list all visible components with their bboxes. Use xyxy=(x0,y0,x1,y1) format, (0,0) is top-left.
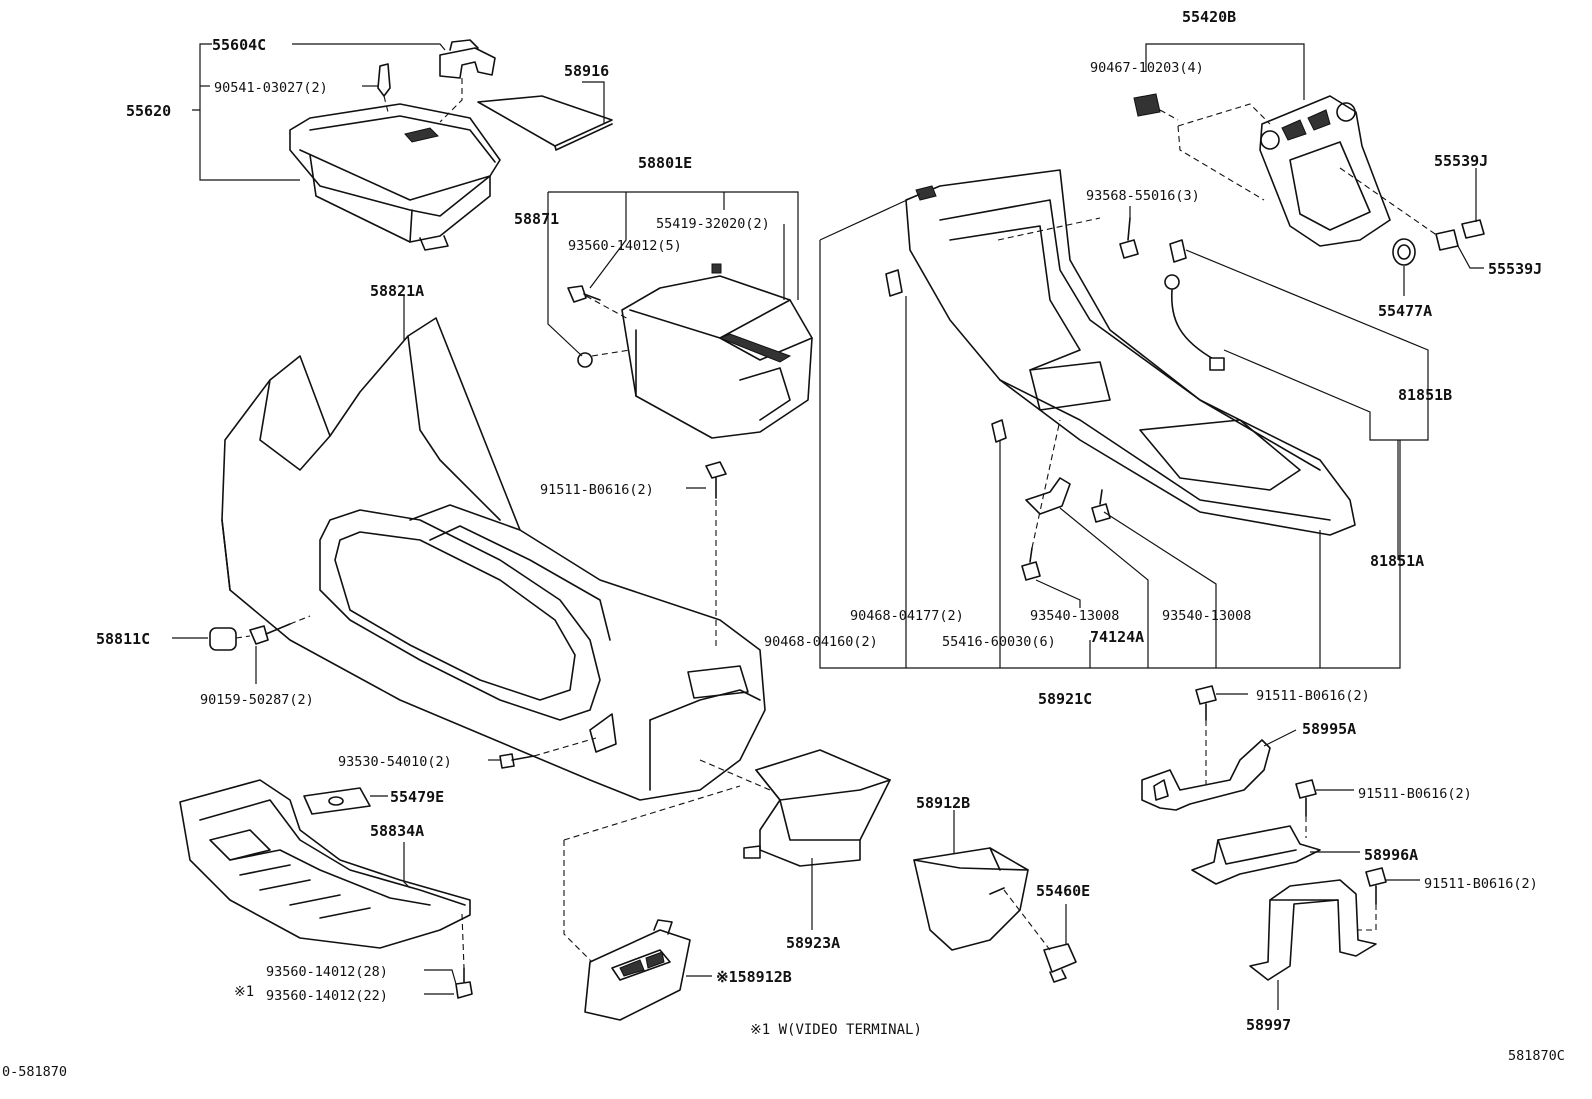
part-90468-clip-a xyxy=(885,269,903,297)
part-90159-screw xyxy=(249,623,291,645)
label-58834A: 58834A xyxy=(370,822,424,840)
label-93530-54010: 93530-54010(2) xyxy=(338,754,452,770)
part-55477A-ring xyxy=(1392,238,1416,266)
part-58801E-box xyxy=(621,275,813,439)
part-58997-bracket xyxy=(1249,879,1377,981)
part-58923A-bracket xyxy=(743,749,891,867)
part-58996A-bracket xyxy=(1191,825,1321,885)
part-58821A-console xyxy=(221,317,766,801)
label-93560-14012-5: 93560-14012(5) xyxy=(568,238,682,254)
label-93540-13008-a: 93540-13008 xyxy=(1030,608,1119,624)
label-55419-32020: 55419-32020(2) xyxy=(656,216,770,232)
label-90467-10203: 90467-10203(4) xyxy=(1090,60,1204,76)
label-58811C: 58811C xyxy=(96,630,150,648)
label-55539J-a: 55539J xyxy=(1434,152,1488,170)
part-91511-bolt-b xyxy=(1195,685,1217,721)
label-90468-04177: 90468-04177(2) xyxy=(850,608,964,624)
label-58923A: 58923A xyxy=(786,934,840,952)
label-58912B: 58912B xyxy=(916,794,970,812)
part-58995A-bracket xyxy=(1141,739,1271,811)
part-58912B-cup xyxy=(913,847,1029,951)
part-58916-pad xyxy=(477,95,613,151)
label-91511-B0616-c: 91511-B0616(2) xyxy=(1358,786,1472,802)
part-55420B-bezel xyxy=(1259,95,1391,247)
label-58801E: 58801E xyxy=(638,154,692,172)
part-58921C-panel xyxy=(905,169,1356,536)
part-55460E-knob xyxy=(1043,943,1077,983)
part-93560-screw-b xyxy=(455,967,473,999)
label-74124A: 74124A xyxy=(1090,628,1144,646)
part-91511-bolt-a xyxy=(705,461,727,499)
label-91511-B0616-d: 91511-B0616(2) xyxy=(1424,876,1538,892)
part-55419-clip xyxy=(711,263,722,274)
label-90159-50287: 90159-50287(2) xyxy=(200,692,314,708)
label-mark-1: ※1 xyxy=(234,984,254,1000)
part-58834A-tray xyxy=(179,779,471,949)
label-91511-B0616-b: 91511-B0616(2) xyxy=(1256,688,1370,704)
part-55479E-cover xyxy=(303,787,371,815)
label-58996A: 58996A xyxy=(1364,846,1418,864)
footnote-video-terminal: ※1 W(VIDEO TERMINAL) xyxy=(750,1022,922,1038)
label-55604C: 55604C xyxy=(212,36,266,54)
part-93568-screw xyxy=(1119,217,1139,259)
part-93540-screw-a xyxy=(1021,547,1041,581)
label-55420B: 55420B xyxy=(1182,8,1236,26)
label-55460E: 55460E xyxy=(1036,882,1090,900)
label-90468-04160: 90468-04160(2) xyxy=(764,634,878,650)
label-55477A: 55477A xyxy=(1378,302,1432,320)
part-91511-bolt-d xyxy=(1365,867,1387,905)
label-55416-60030: 55416-60030(6) xyxy=(942,634,1056,650)
part-58811C-plug xyxy=(209,627,237,651)
part-55604C-clip xyxy=(439,39,496,79)
label-93540-13008-b: 93540-13008 xyxy=(1162,608,1251,624)
leader-lines xyxy=(172,43,1484,1010)
part-93530-screw xyxy=(499,753,535,769)
part-93560-screw-a xyxy=(567,285,601,303)
label-1-58912B: ※158912B xyxy=(716,968,792,986)
label-58995A: 58995A xyxy=(1302,720,1356,738)
part-58912B-terminal xyxy=(584,919,691,1021)
label-93560-14012-22: 93560-14012(22) xyxy=(266,988,388,1004)
reference-code-right: 581870C xyxy=(1508,1048,1565,1064)
label-90541-03027: 90541-03027(2) xyxy=(214,80,328,96)
part-55539J-clip-a xyxy=(1461,219,1485,239)
label-81851A: 81851A xyxy=(1370,552,1424,570)
part-58871-nut xyxy=(577,352,593,368)
label-55539J-b: 55539J xyxy=(1488,260,1542,278)
label-58916: 58916 xyxy=(564,62,609,80)
label-55620: 55620 xyxy=(126,102,171,120)
part-90467-clip xyxy=(1133,93,1161,117)
label-93560-14012-28: 93560-14012(28) xyxy=(266,964,388,980)
label-58871: 58871 xyxy=(514,210,559,228)
part-74124A-bracket xyxy=(1025,477,1071,515)
part-55539J-clip-b xyxy=(1435,229,1459,251)
label-81851B: 81851B xyxy=(1398,386,1452,404)
label-58997: 58997 xyxy=(1246,1016,1291,1034)
label-58921C: 58921C xyxy=(1038,690,1092,708)
label-58821A: 58821A xyxy=(370,282,424,300)
part-90468-clip-b xyxy=(991,419,1007,443)
part-90541-pin xyxy=(377,63,391,97)
label-93568-55016: 93568-55016(3) xyxy=(1086,188,1200,204)
part-55620-box xyxy=(289,103,501,251)
label-91511-B0616-a: 91511-B0616(2) xyxy=(540,482,654,498)
part-93540-screw-b xyxy=(1091,489,1111,523)
label-55479E: 55479E xyxy=(390,788,444,806)
part-81851B-harness xyxy=(1164,239,1225,371)
reference-code-left: 0-581870 xyxy=(2,1064,67,1080)
part-91511-bolt-c xyxy=(1295,779,1317,817)
